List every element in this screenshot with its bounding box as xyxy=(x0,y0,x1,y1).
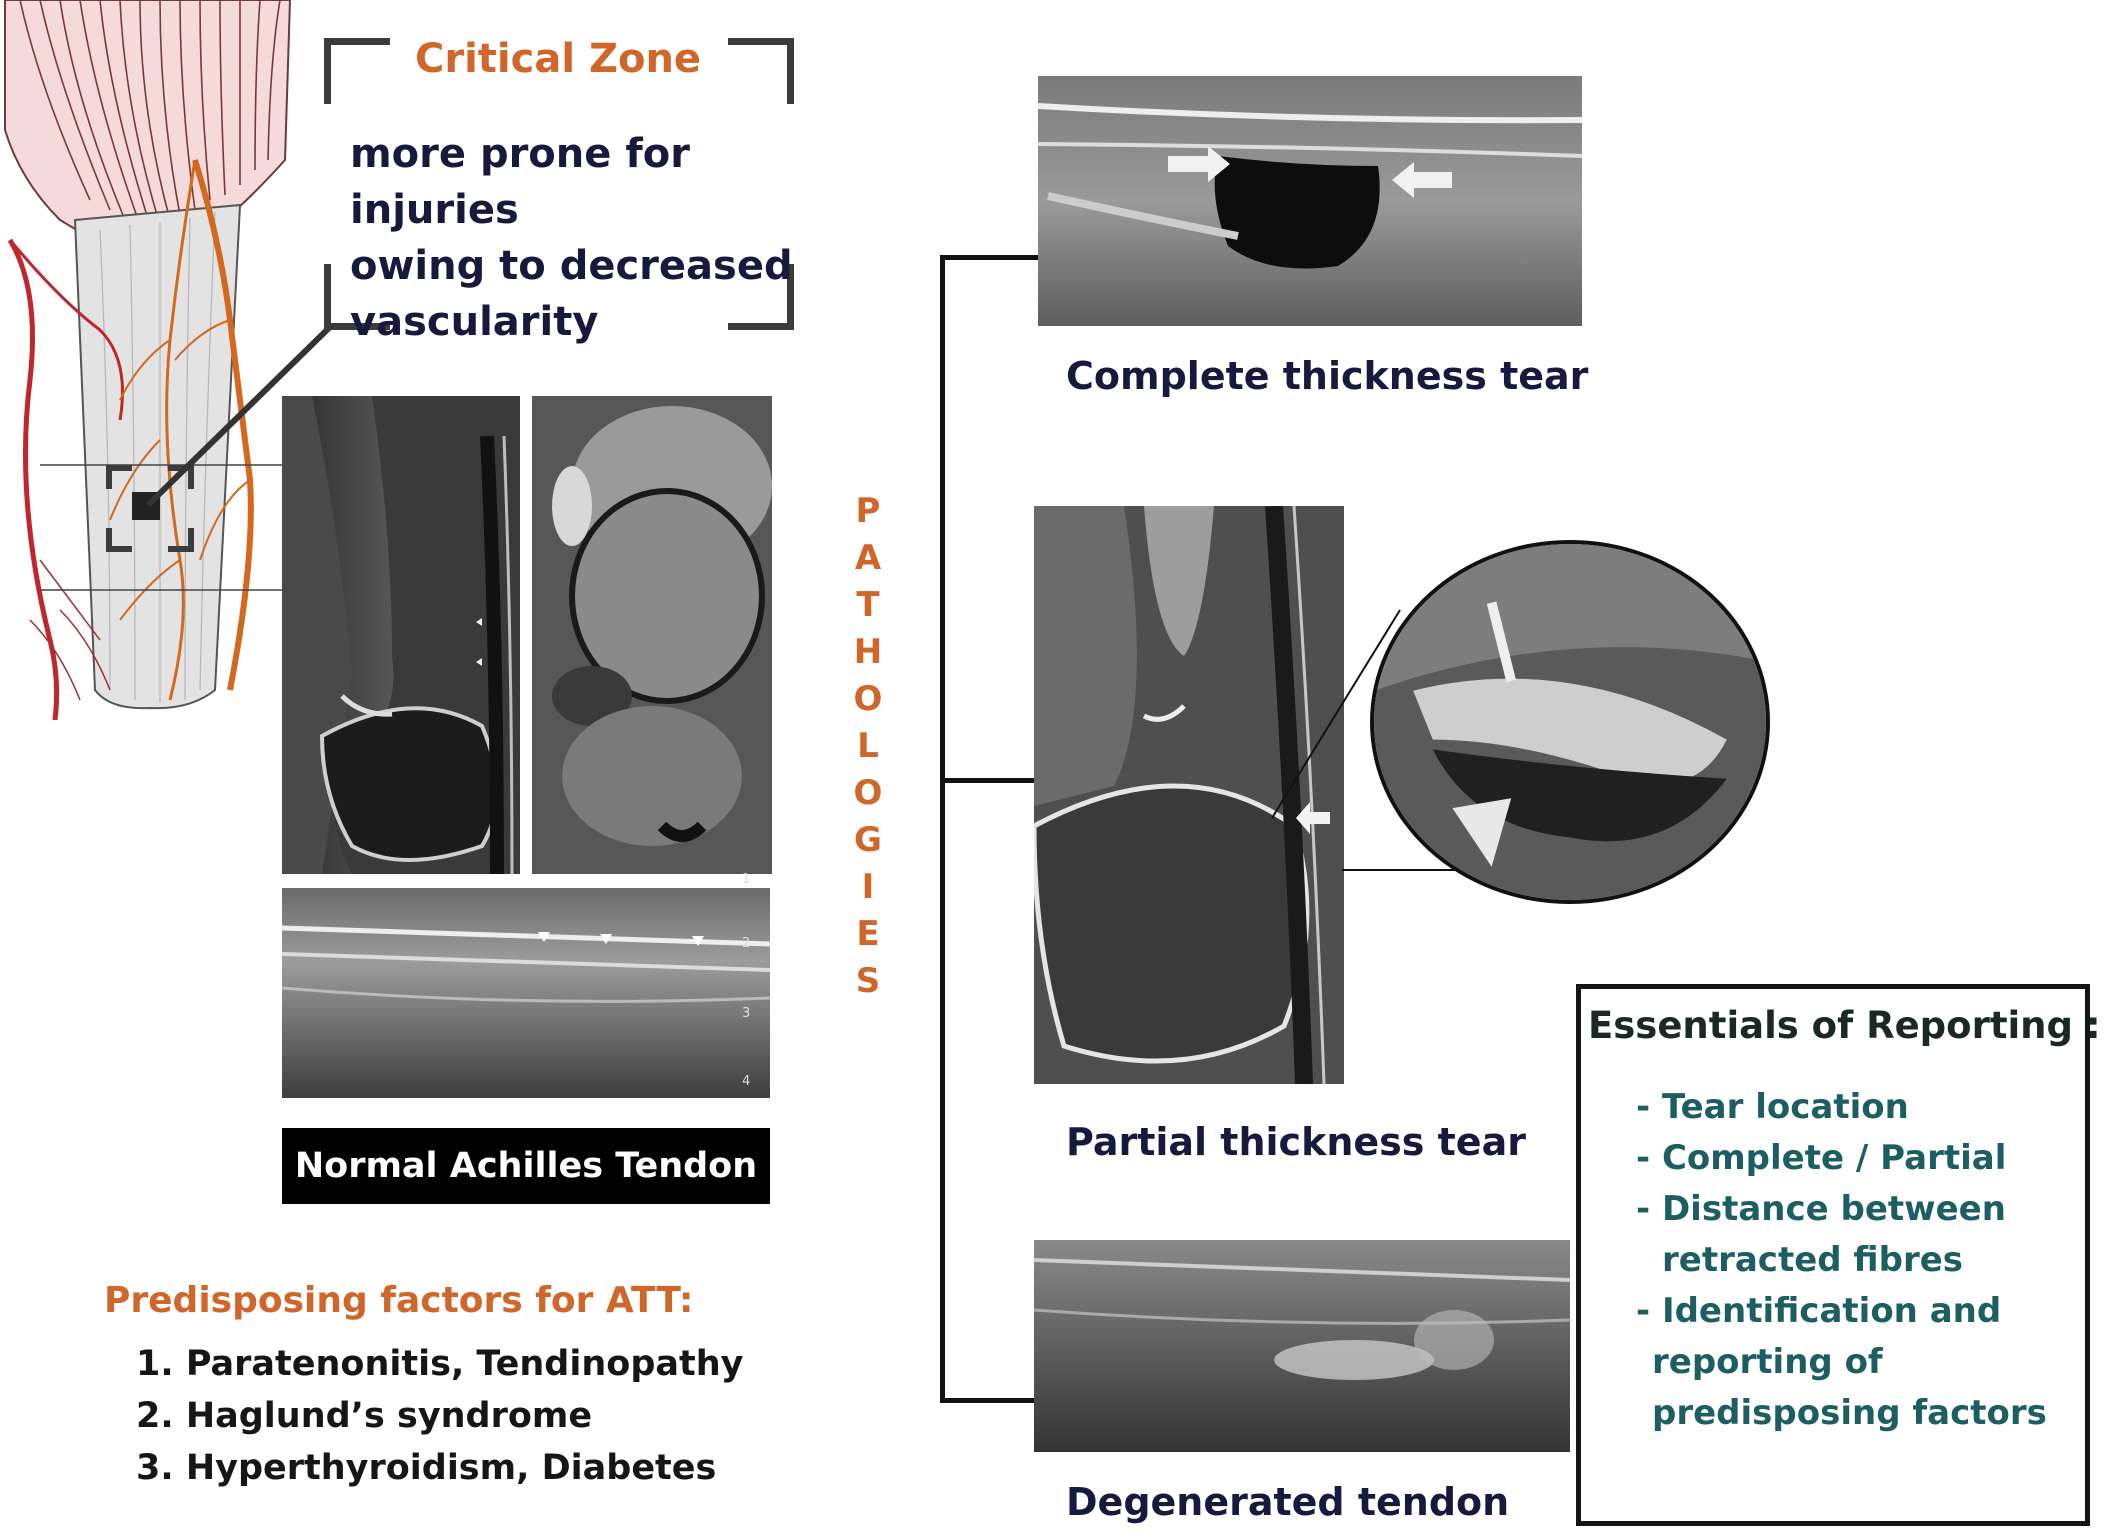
ultrasound-scale-tick: 4 xyxy=(742,1074,751,1089)
essentials-item-line: - Identification and xyxy=(1636,1291,2002,1331)
mri-sagittal-normal xyxy=(282,396,520,874)
small-bracket-bottom-left-h xyxy=(106,546,132,552)
zoom-connector-lines xyxy=(1271,609,1460,871)
predisposing-factors-list: 1. Paratenonitis, Tendinopathy 2. Haglun… xyxy=(136,1338,743,1494)
essentials-item-line: - Tear location xyxy=(1636,1087,1909,1127)
predisposing-factor: 2. Haglund’s syndrome xyxy=(136,1396,593,1436)
pathologies-letter: H xyxy=(853,632,883,672)
essentials-title: Essentials of Reporting : xyxy=(1588,1004,2101,1047)
bracket-top-right-h xyxy=(728,38,794,45)
critical-zone-line: vascularity xyxy=(350,299,599,345)
ultrasound-normal xyxy=(282,888,770,1098)
pathology-bracket-top xyxy=(940,255,1040,260)
bracket-top-left-h xyxy=(324,38,390,45)
small-bracket-bottom-right-v xyxy=(188,528,194,552)
zoomed-tear-circle xyxy=(1370,540,1770,904)
degenerated-tendon-caption: Degenerated tendon xyxy=(1066,1480,1510,1524)
pathologies-letter: E xyxy=(856,914,880,954)
pathologies-vertical-label: P A T H O L O G I E S xyxy=(848,488,888,1005)
bracket-bottom-left-h xyxy=(324,323,390,330)
pathology-bracket-middle xyxy=(940,778,1040,783)
ultrasound-scale-tick: 3 xyxy=(742,1006,751,1021)
pathologies-letter: I xyxy=(861,867,875,907)
pathologies-letter: O xyxy=(853,679,883,719)
essentials-item: - Identification and reporting of predis… xyxy=(1636,1286,2047,1439)
pathologies-letter: S xyxy=(855,961,881,1001)
predisposing-factor: 1. Paratenonitis, Tendinopathy xyxy=(136,1344,744,1384)
small-bracket-bottom-right-h xyxy=(168,546,194,552)
pathology-bracket-vertical xyxy=(940,255,945,1403)
essentials-item-line: - Distance between xyxy=(1636,1189,2006,1229)
pathology-bracket-bottom xyxy=(940,1398,1040,1403)
essentials-item-line: - Complete / Partial xyxy=(1636,1138,2007,1178)
ultrasound-scale-tick: 2 xyxy=(742,936,751,951)
pathologies-letter: G xyxy=(854,820,882,860)
small-bracket-top-left-h xyxy=(106,465,132,471)
complete-tear-caption: Complete thickness tear xyxy=(1066,354,1589,398)
bracket-top-left-v xyxy=(324,38,331,104)
essentials-item: - Tear location xyxy=(1636,1082,2047,1133)
critical-zone-description: more prone for injuries owing to decreas… xyxy=(350,126,870,350)
essentials-item-line: predisposing factors xyxy=(1652,1393,2047,1433)
essentials-item: - Complete / Partial xyxy=(1636,1133,2047,1184)
essentials-item: - Distance between retracted fibres xyxy=(1636,1184,2047,1286)
bracket-bottom-left-v xyxy=(324,264,331,330)
partial-tear-caption: Partial thickness tear xyxy=(1066,1120,1526,1164)
small-bracket-top-right-h xyxy=(168,465,194,471)
ultrasound-complete-tear xyxy=(1038,76,1582,326)
ultrasound-degenerated xyxy=(1034,1240,1570,1452)
critical-zone-line: more prone for injuries xyxy=(350,131,690,233)
small-bracket-top-left-v xyxy=(106,465,112,489)
normal-achilles-label: Normal Achilles Tendon xyxy=(282,1128,770,1204)
bracket-top-right-v xyxy=(787,38,794,104)
pathologies-letter: L xyxy=(857,726,879,766)
essentials-item-line: retracted fibres xyxy=(1662,1240,1964,1280)
mri-partial-tear xyxy=(1034,506,1344,1084)
mri-axial-normal xyxy=(532,396,772,874)
critical-zone-title: Critical Zone xyxy=(415,36,702,82)
predisposing-factors-title: Predisposing factors for ATT: xyxy=(104,1280,694,1321)
ultrasound-scale-tick: 1 xyxy=(742,872,751,887)
critical-zone-line: owing to decreased xyxy=(350,243,793,289)
essentials-list: - Tear location - Complete / Partial - D… xyxy=(1636,1082,2047,1439)
pathologies-letter: P xyxy=(855,491,881,531)
pathologies-letter: O xyxy=(853,773,883,813)
achilles-anatomy-illustration xyxy=(0,0,300,720)
predisposing-factor: 3. Hyperthyroidism, Diabetes xyxy=(136,1448,717,1488)
small-bracket-bottom-left-v xyxy=(106,528,112,552)
pathologies-letter: A xyxy=(854,538,882,578)
essentials-item-line: reporting of xyxy=(1652,1342,1883,1382)
small-bracket-top-right-v xyxy=(188,465,194,489)
pathologies-letter: T xyxy=(856,585,880,625)
critical-zone-connector xyxy=(145,322,335,508)
bracket-bottom-right-h xyxy=(728,323,794,330)
bracket-bottom-right-v xyxy=(787,264,794,330)
essentials-of-reporting-box xyxy=(1576,984,2090,1526)
